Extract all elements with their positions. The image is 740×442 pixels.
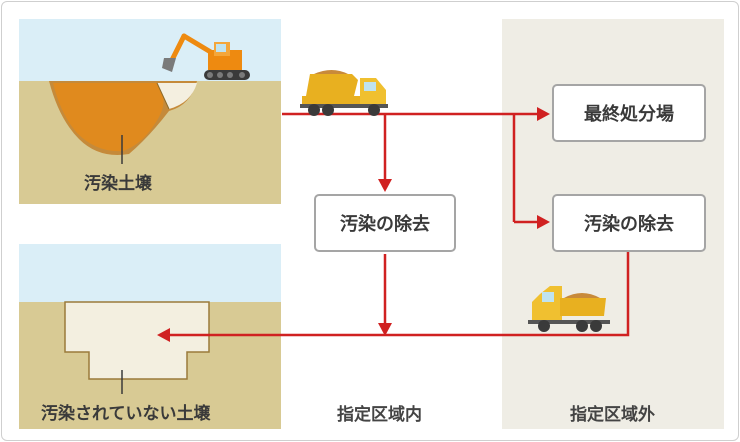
box-final-disposal-site: 最終処分場 <box>552 84 706 142</box>
box-contamination-removal-inside: 汚染の除去 <box>314 194 456 252</box>
excavation-site-panel: 汚染土壌 <box>19 19 281 204</box>
contaminated-soil-area <box>53 83 164 152</box>
dug-cavity-wall <box>156 82 170 110</box>
outside-designated-area-label: 指定区域外 <box>570 405 655 425</box>
backfilled-site-panel: 汚染されていない土壌 <box>19 244 281 429</box>
clean-soil-label: 汚染されていない土壌 <box>41 404 211 424</box>
clean-soil-area <box>64 301 210 380</box>
dug-cavity <box>157 83 197 109</box>
excavation-drawing <box>49 81 197 164</box>
arrow-head-remove-inside <box>378 179 392 192</box>
inside-designated-area-label: 指定区域内 <box>337 405 422 425</box>
box-contamination-removal-outside: 汚染の除去 <box>552 194 706 252</box>
contaminated-soil-label: 汚染土壌 <box>84 174 152 194</box>
arrow-head-down <box>378 323 392 336</box>
